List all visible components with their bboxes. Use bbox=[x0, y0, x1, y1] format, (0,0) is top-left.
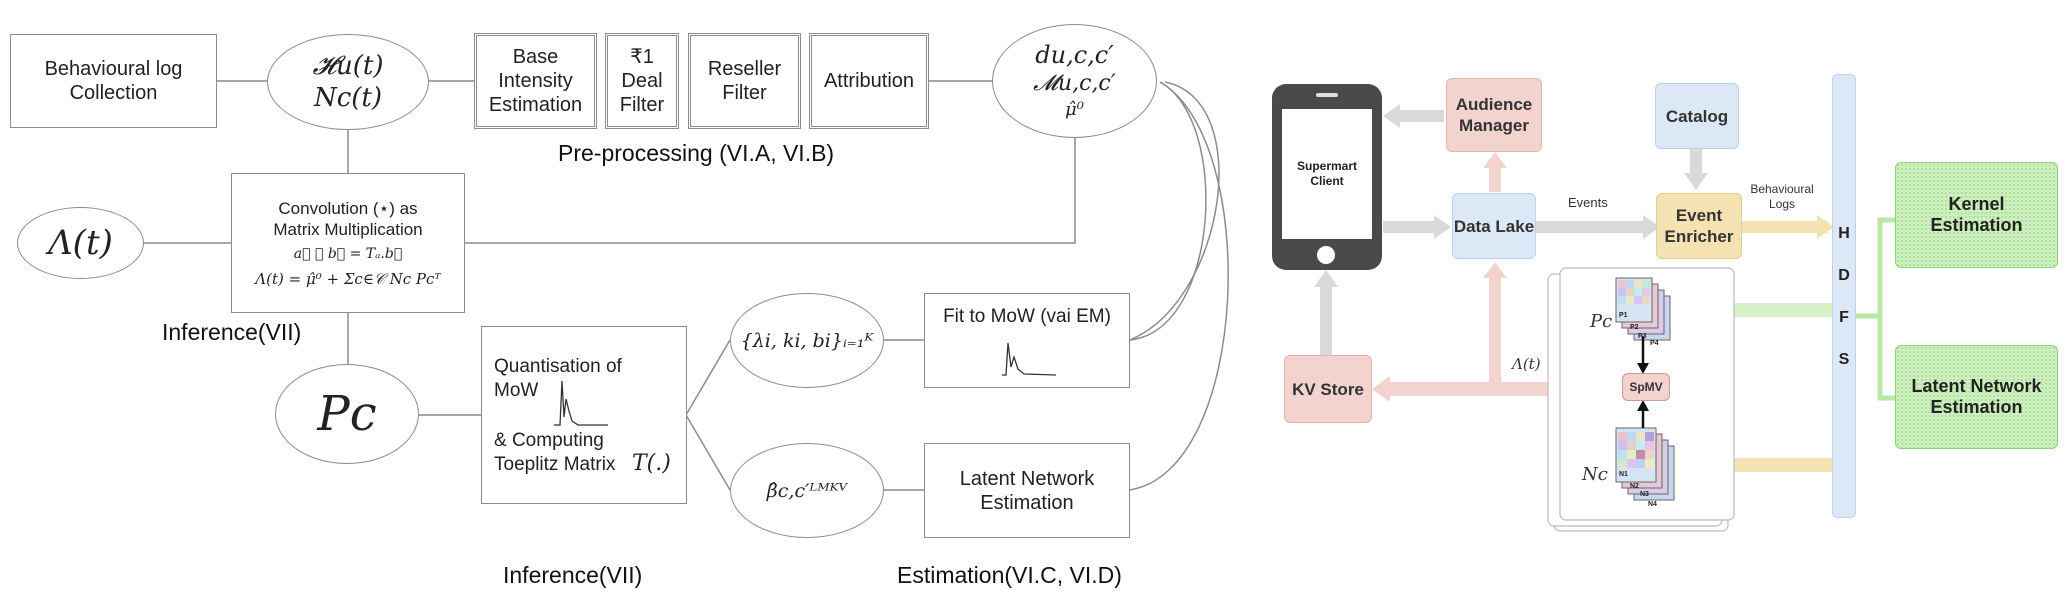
hu-label: 𝓗u(t) bbox=[312, 51, 384, 81]
p-tile-label-2: P2 bbox=[1630, 324, 1639, 331]
hdfs-letter-f: F bbox=[1839, 309, 1849, 326]
quantisation-label-1: Quantisation of MoW bbox=[494, 356, 622, 401]
m-label: 𝓜u,c,c′ bbox=[1033, 71, 1116, 96]
event-enricher-box: Event Enricher bbox=[1656, 193, 1742, 259]
quantisation-label-2: & Computing Toeplitz Matrix bbox=[494, 430, 616, 475]
pc-ellipse: Pc bbox=[275, 364, 419, 464]
spmv-box: SpMV bbox=[1622, 373, 1670, 401]
latent-network-box: Latent Network Estimation bbox=[924, 443, 1130, 538]
mow-params-label: {λi, ki, bi}ᵢ₌₁ᴷ bbox=[740, 329, 874, 352]
spmv-label: SpMV bbox=[1629, 379, 1663, 394]
base-intensity-label: Base Intensity Estimation bbox=[488, 46, 583, 116]
convolution-eq1: a⃗ ⋆ b⃗ = Tₐ.b⃗ bbox=[293, 246, 403, 262]
n-tile-label-4: N4 bbox=[1648, 501, 1657, 508]
latent-network-estimation-box: Latent Network Estimation bbox=[1895, 345, 2058, 449]
d-label: du,c,c′ bbox=[1035, 41, 1114, 69]
phone-label: Supermart Client bbox=[1296, 159, 1358, 188]
convolution-eq2: Λ(t) = μ̂⁰ + Σc∈𝒞 Nc Pcᵀ bbox=[255, 270, 441, 288]
base-intensity-box: Base Intensity Estimation bbox=[474, 33, 597, 129]
p-tile-label-4: P4 bbox=[1650, 340, 1659, 347]
mu-label: μ̂⁰ bbox=[1065, 99, 1084, 120]
beta-label: β̂c,c′ᴸᴹᴷⱽ bbox=[766, 479, 848, 502]
event-enricher-label: Event Enricher bbox=[1664, 206, 1734, 246]
kernel-estimation-box: Kernel Estimation bbox=[1895, 162, 2058, 268]
convolution-box: Convolution (⋆) as Matrix Multiplication… bbox=[231, 173, 465, 313]
toeplitz-symbol: T(.) bbox=[632, 451, 671, 476]
data-lake-label: Data Lake bbox=[1453, 216, 1535, 236]
reseller-filter-label: Reseller Filter bbox=[707, 58, 782, 104]
fit-mow-box: Fit to MoW (vai EM) bbox=[924, 293, 1130, 388]
hdfs-letter-s: S bbox=[1838, 351, 1850, 368]
phone-home-button bbox=[1317, 246, 1335, 264]
hdfs-letter-d: D bbox=[1838, 267, 1850, 284]
deal-filter-label: ₹1 Deal Filter bbox=[619, 46, 665, 116]
kv-store-box: KV Store bbox=[1284, 355, 1372, 423]
reseller-filter-box: Reseller Filter bbox=[688, 33, 801, 129]
preprocessing-caption: Pre-processing (VI.A, VI.B) bbox=[558, 140, 835, 166]
fit-mow-label: Fit to MoW (vai EM) bbox=[943, 306, 1111, 327]
n-tile-label-2: N2 bbox=[1630, 483, 1639, 490]
lambda-ellipse: Λ(t) bbox=[17, 207, 144, 279]
mow-mini-plot bbox=[554, 380, 608, 426]
fit-mow-mini-plot bbox=[1002, 342, 1057, 376]
kernel-estimation-label: Kernel Estimation bbox=[1930, 194, 2023, 235]
n-tile-label-1: N1 bbox=[1619, 471, 1628, 478]
behavioural-log-label: Behavioural log Collection bbox=[44, 58, 183, 104]
nc-label: Nc(t) bbox=[313, 83, 383, 113]
pc-label: Pc bbox=[317, 386, 377, 442]
quantisation-box: Quantisation of MoW & Computing Toeplitz… bbox=[481, 326, 687, 504]
estimation-caption: Estimation(VI.C, VI.D) bbox=[897, 562, 1122, 588]
audience-manager-label: Audience Manager bbox=[1455, 95, 1533, 135]
deal-filter-box: ₹1 Deal Filter bbox=[605, 33, 679, 129]
nc-label-right: Nc bbox=[1582, 464, 1608, 485]
behavioural-logs-label: Behavioural Logs bbox=[1750, 182, 1814, 211]
inference-mid-caption: Inference(VII) bbox=[162, 319, 302, 345]
latent-network-label: Latent Network Estimation bbox=[959, 467, 1095, 514]
catalog-box: Catalog bbox=[1655, 83, 1739, 149]
kv-store-label: KV Store bbox=[1292, 379, 1364, 399]
n-tile-label-3: N3 bbox=[1640, 491, 1649, 498]
audience-manager-box: Audience Manager bbox=[1446, 78, 1542, 152]
lambda-label: Λ(t) bbox=[48, 223, 113, 263]
hu-nc-ellipse: 𝓗u(t) Nc(t) bbox=[267, 34, 429, 130]
p-tile-label-1: P1 bbox=[1619, 312, 1628, 319]
attribution-label: Attribution bbox=[823, 70, 915, 92]
p-tile-label-3: P3 bbox=[1638, 333, 1647, 340]
hdfs-bar: H D F S bbox=[1832, 74, 1856, 518]
events-label: Events bbox=[1568, 195, 1608, 210]
lambda-label-right: Λ(t) bbox=[1512, 355, 1541, 373]
convolution-title: Convolution (⋆) as Matrix Multiplication bbox=[273, 199, 423, 239]
attribution-box: Attribution bbox=[809, 33, 929, 129]
phone-screen: Supermart Client bbox=[1282, 109, 1372, 239]
mow-params-ellipse: {λi, ki, bi}ᵢ₌₁ᴷ bbox=[730, 293, 884, 388]
latent-network-estimation-label: Latent Network Estimation bbox=[1911, 376, 2042, 417]
phone-device: Supermart Client bbox=[1272, 84, 1382, 270]
hdfs-letter-h: H bbox=[1838, 225, 1850, 242]
catalog-label: Catalog bbox=[1665, 106, 1729, 126]
inference-bottom-caption: Inference(VII) bbox=[503, 562, 643, 588]
data-lake-box: Data Lake bbox=[1452, 193, 1536, 259]
phone-speaker bbox=[1316, 93, 1338, 97]
behavioural-log-box: Behavioural log Collection bbox=[10, 34, 217, 128]
pc-label-right: Pc bbox=[1590, 311, 1613, 332]
d-m-mu-ellipse: du,c,c′ 𝓜u,c,c′ μ̂⁰ bbox=[992, 24, 1157, 138]
beta-ellipse: β̂c,c′ᴸᴹᴷⱽ bbox=[730, 443, 884, 538]
